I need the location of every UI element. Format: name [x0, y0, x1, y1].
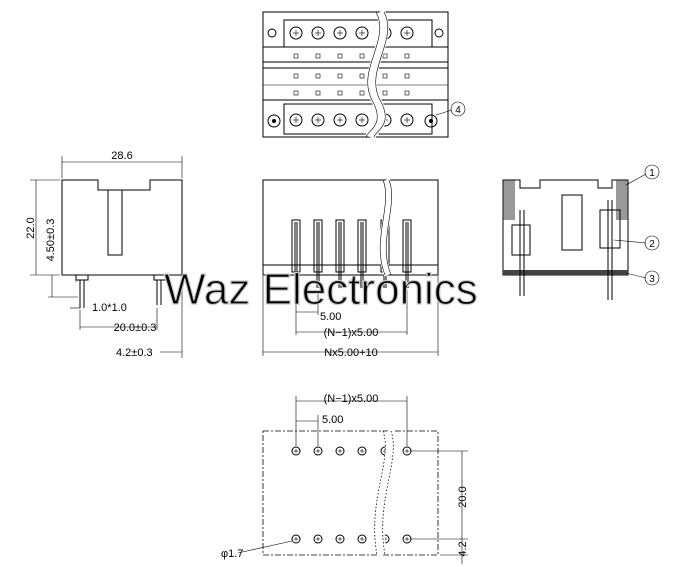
pin-body [357, 219, 367, 273]
screw-terminal-icon [400, 113, 414, 127]
contact-square [315, 53, 321, 59]
pcb-hole [313, 446, 323, 456]
callout-3 [644, 270, 660, 286]
pcb-hole [335, 534, 345, 544]
contact-square [359, 73, 365, 79]
contact-square [359, 90, 365, 96]
footprint-view: (N−1)x5.00 5.00 20.0 4.2 φ1.7 [221, 393, 469, 564]
contact-square [293, 53, 299, 59]
contact-square [382, 53, 388, 59]
side-base-dim: 20.0±0.3 [114, 322, 157, 334]
front-overall-dim: Nx5.00+10 [324, 347, 378, 359]
screw-terminal-icon [355, 113, 369, 127]
top-view: 4 [262, 9, 466, 140]
fp-row-spacing-dim: 20.0 [457, 486, 469, 507]
contact-square [337, 53, 343, 59]
side-height-dim: 22.0 [25, 217, 37, 238]
contact-square [293, 73, 299, 79]
section-view: 1 2 3 [502, 164, 660, 300]
screw-terminal-icon [333, 26, 347, 40]
screw-terminal-icon [311, 113, 325, 127]
screw-terminal-icon [289, 26, 303, 40]
pin-body [291, 219, 301, 273]
callout-4-label: 4 [455, 105, 461, 116]
contact-square [293, 90, 299, 96]
contact-square [315, 73, 321, 79]
pin-body [313, 219, 323, 273]
contact-square [315, 90, 321, 96]
side-pin-offset-dim: 4.2±0.3 [116, 347, 153, 359]
contact-square [382, 90, 388, 96]
fp-span-dim: (N−1)x5.00 [324, 393, 379, 405]
side-width-dim: 28.6 [111, 150, 132, 162]
contact-square [404, 73, 410, 79]
front-span-dim: (N−1)x5.00 [324, 327, 379, 339]
screw-terminal-icon [333, 113, 347, 127]
pcb-hole [291, 446, 301, 456]
pcb-hole [291, 534, 301, 544]
contact-square [337, 90, 343, 96]
side-pin-height-dim: 4.50±0.3 [45, 219, 57, 262]
screw-terminal-icon [311, 26, 325, 40]
pin-body [402, 219, 412, 273]
front-view: 5.00 (N−1)x5.00 Nx5.00+10 [262, 178, 439, 359]
contact-square [382, 73, 388, 79]
screw-terminal-icon [400, 26, 414, 40]
callout-4 [450, 101, 466, 117]
contact-square [404, 53, 410, 59]
contact-square [359, 53, 365, 59]
side-pin-section-dim: 1.0*1.0 [92, 302, 127, 314]
callout-2 [644, 235, 660, 251]
fp-hole-diameter-dim: φ1.7 [221, 548, 243, 560]
callout-1 [644, 164, 660, 180]
contact-square [337, 73, 343, 79]
contact-square [404, 90, 410, 96]
front-pitch-dim: 5.00 [320, 311, 341, 323]
pin-body [335, 219, 345, 273]
pcb-hole [335, 446, 345, 456]
pcb-hole [357, 534, 367, 544]
watermark: Waz Electronics [164, 265, 478, 314]
callout-3-label: 3 [649, 274, 655, 285]
screw-terminal-icon [355, 26, 369, 40]
side-view: 28.6 22.0 4.50±0.3 1.0*1.0 20.0±0.3 4.2±… [25, 150, 183, 359]
pcb-hole [357, 446, 367, 456]
fp-pitch-dim: 5.00 [322, 414, 343, 426]
pcb-hole [313, 534, 323, 544]
fp-edge-offset-dim: 4.2 [457, 541, 469, 556]
callout-1-label: 1 [649, 168, 655, 179]
screw-terminal-icon [289, 113, 303, 127]
callout-2-label: 2 [649, 239, 655, 250]
